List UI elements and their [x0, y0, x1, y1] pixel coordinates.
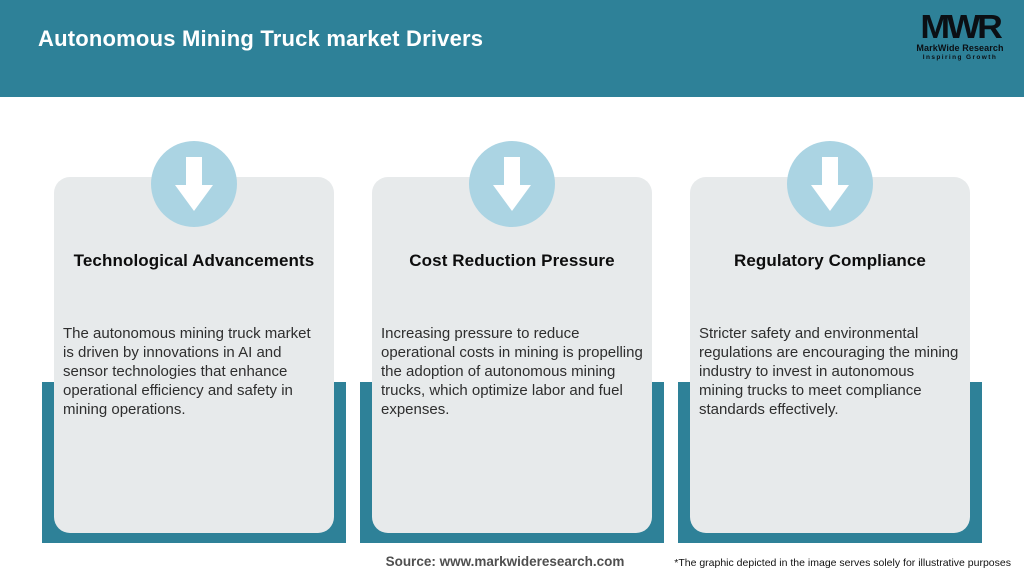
down-arrow-icon [493, 157, 531, 211]
logo-monogram: MWR [920, 8, 1003, 45]
down-arrow-badge [469, 141, 555, 227]
logo-tagline: Inspiring Growth [922, 54, 998, 61]
card-description: Increasing pressure to reduce operationa… [381, 325, 643, 418]
driver-card-cost-reduction-pressure: Cost Reduction Pressure Increasing press… [360, 140, 664, 543]
disclaimer-note: *The graphic depicted in the image serve… [674, 557, 1011, 569]
header-banner: Autonomous Mining Truck market Drivers M… [0, 0, 1024, 97]
markwide-logo: MWR MarkWide Research Inspiring Growth [910, 10, 1010, 62]
card-title: Technological Advancements [73, 251, 315, 270]
source-text: Source: www.markwideresearch.com [385, 554, 625, 569]
down-arrow-badge [151, 141, 237, 227]
driver-card-technological-advancements: Technological Advancements The autonomou… [42, 140, 346, 543]
down-arrow-badge [787, 141, 873, 227]
logo-name: MarkWide Research [916, 43, 1004, 53]
card-description: The autonomous mining truck market is dr… [63, 325, 311, 418]
card-panel: Technological Advancements The autonomou… [54, 177, 334, 533]
card-panel: Cost Reduction Pressure Increasing press… [372, 177, 652, 533]
card-panel: Regulatory Compliance Stricter safety an… [690, 177, 970, 533]
down-arrow-icon [175, 157, 213, 211]
driver-cards: Technological Advancements The autonomou… [42, 140, 982, 543]
down-arrow-icon [811, 157, 849, 211]
driver-card-regulatory-compliance: Regulatory Compliance Stricter safety an… [678, 140, 982, 543]
card-title: Regulatory Compliance [734, 251, 926, 270]
page-title: Autonomous Mining Truck market Drivers [38, 26, 484, 51]
card-description: Stricter safety and environmental regula… [699, 325, 959, 418]
card-title: Cost Reduction Pressure [409, 251, 615, 270]
